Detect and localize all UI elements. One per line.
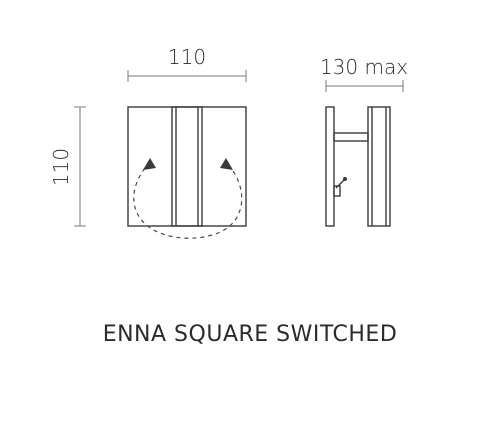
side-depth-label: 130 max: [320, 55, 408, 79]
front-view: [127, 106, 247, 227]
product-title: ENNA SQUARE SWITCHED: [102, 322, 398, 347]
arm: [333, 132, 369, 142]
front-width-label: 110: [168, 45, 206, 69]
rotation-arrow-right-icon: [220, 158, 233, 170]
rotation-arc: [133, 161, 243, 239]
front-width-dimension: 110: [127, 45, 247, 82]
rotation-indicator: [133, 158, 243, 239]
wall-plate: [325, 106, 335, 227]
switch-icon: [333, 177, 347, 197]
side-head: [367, 106, 391, 227]
front-height-dimension: 110: [49, 106, 86, 227]
rotation-arrow-left-icon: [143, 158, 156, 170]
rotating-head: [171, 106, 203, 227]
front-height-label: 110: [49, 148, 73, 186]
side-depth-dimension: 130 max: [320, 55, 408, 92]
side-view: [325, 106, 391, 227]
